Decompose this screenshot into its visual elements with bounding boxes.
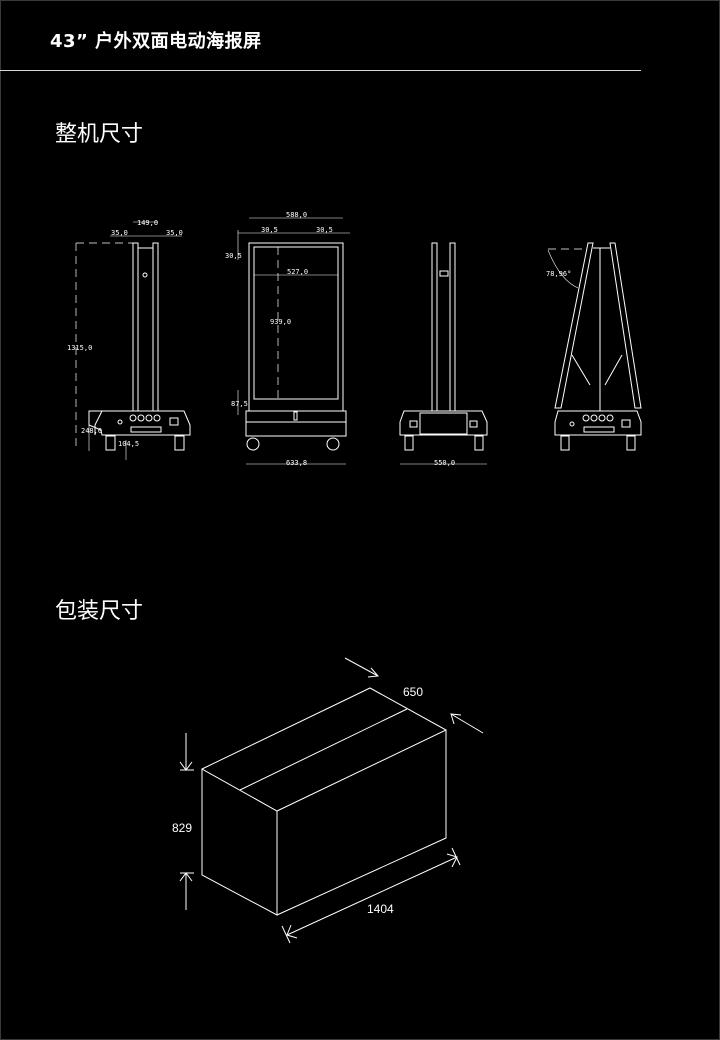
dim-front-margin-right: 30,5 [316, 226, 333, 234]
package-dimensions-heading: 包装尺寸 [55, 599, 144, 624]
machine-dimensions-heading: 整机尺寸 [55, 122, 144, 147]
dim-side-right: 35,0 [166, 229, 183, 237]
front-view-drawing: 588,0 30,5 30,5 30,5 527,0 939,0 87,5 63… [225, 211, 350, 467]
title-divider [0, 70, 641, 71]
back-view-drawing: 550,0 [399, 242, 488, 467]
package-height-label: 829 [172, 821, 192, 835]
dim-open-angle: 78,96° [546, 270, 571, 278]
dim-front-width: 588,0 [286, 211, 307, 219]
side-view-drawing: 149,0 35,0 35,0 1315,0 248,0 104,5 [67, 219, 191, 460]
dim-side-left: 35,0 [111, 229, 128, 237]
dim-back-base-width: 550,0 [434, 459, 455, 467]
dim-front-base-width: 633,8 [286, 459, 307, 467]
package-depth-label: 650 [403, 685, 423, 699]
dim-side-height: 1315,0 [67, 344, 92, 352]
dim-side-base-height: 248,0 [81, 427, 102, 435]
dim-front-margin-top: 30,5 [225, 252, 242, 260]
dim-front-bottom: 87,5 [231, 400, 248, 408]
dim-side-wheel: 104,5 [118, 440, 139, 448]
dim-front-margin-left: 30,5 [261, 226, 278, 234]
package-box-drawing: 650 829 1404 [172, 657, 484, 944]
dim-front-screen-height: 939,0 [270, 318, 291, 326]
package-length-label: 1404 [367, 902, 394, 916]
page-title: 43” 户外双面电动海报屏 [50, 31, 262, 52]
open-view-drawing: 78,96° [546, 242, 642, 451]
dim-side-top-width: 149,0 [137, 219, 158, 227]
dim-front-screen-width: 527,0 [287, 268, 308, 276]
